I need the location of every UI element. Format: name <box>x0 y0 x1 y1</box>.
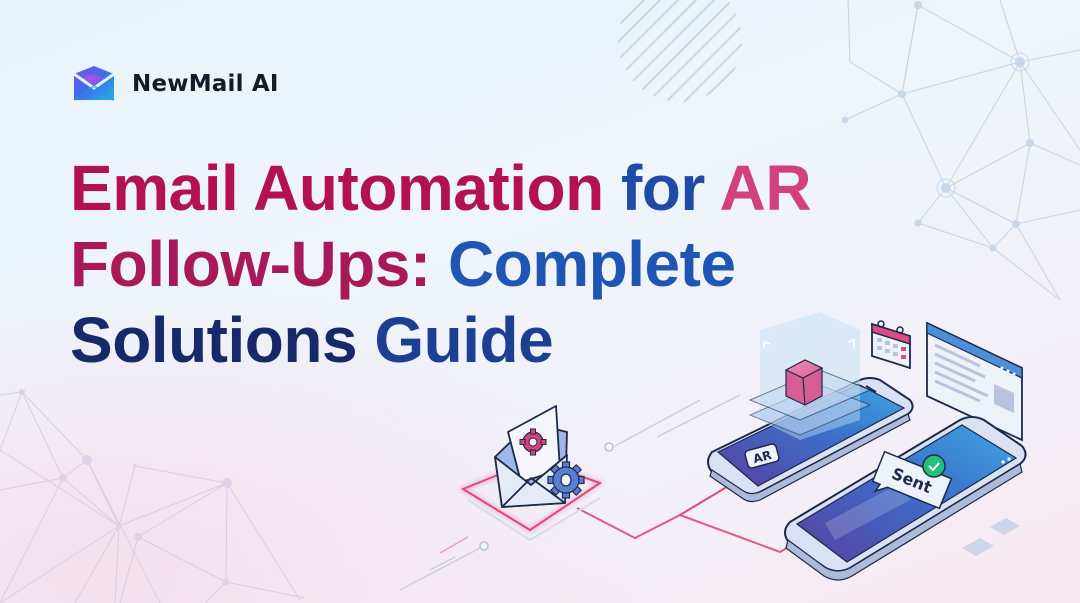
checkmark-icon <box>922 454 946 478</box>
envelope-logo-icon <box>73 66 115 101</box>
title-line-2: Follow-Ups: Complete <box>70 226 930 302</box>
gear-icon <box>547 461 585 499</box>
brand-name: NewMail AI <box>132 71 279 97</box>
ar-cube-icon <box>748 312 872 440</box>
page-title: Email Automation for AR Follow-Ups: Comp… <box>70 150 930 378</box>
svg-text:AR: AR <box>751 448 773 466</box>
gear-icon <box>519 428 547 456</box>
title-text: Email Automation <box>70 152 604 224</box>
title-text: Guide <box>374 304 554 376</box>
calendar-icon <box>871 320 911 370</box>
brand-header: NewMail AI <box>70 64 279 104</box>
title-text: Solutions <box>70 304 358 376</box>
title-line-3: Solutions Guide <box>70 302 930 378</box>
title-text: Complete <box>447 228 736 300</box>
title-text: AR <box>719 152 812 224</box>
ar-badge: AR <box>744 443 780 469</box>
browser-window-icon <box>926 321 1023 442</box>
title-text: for <box>620 152 705 224</box>
title-text: Follow-Ups: <box>70 228 431 300</box>
title-line-1: Email Automation for AR <box>70 150 930 226</box>
